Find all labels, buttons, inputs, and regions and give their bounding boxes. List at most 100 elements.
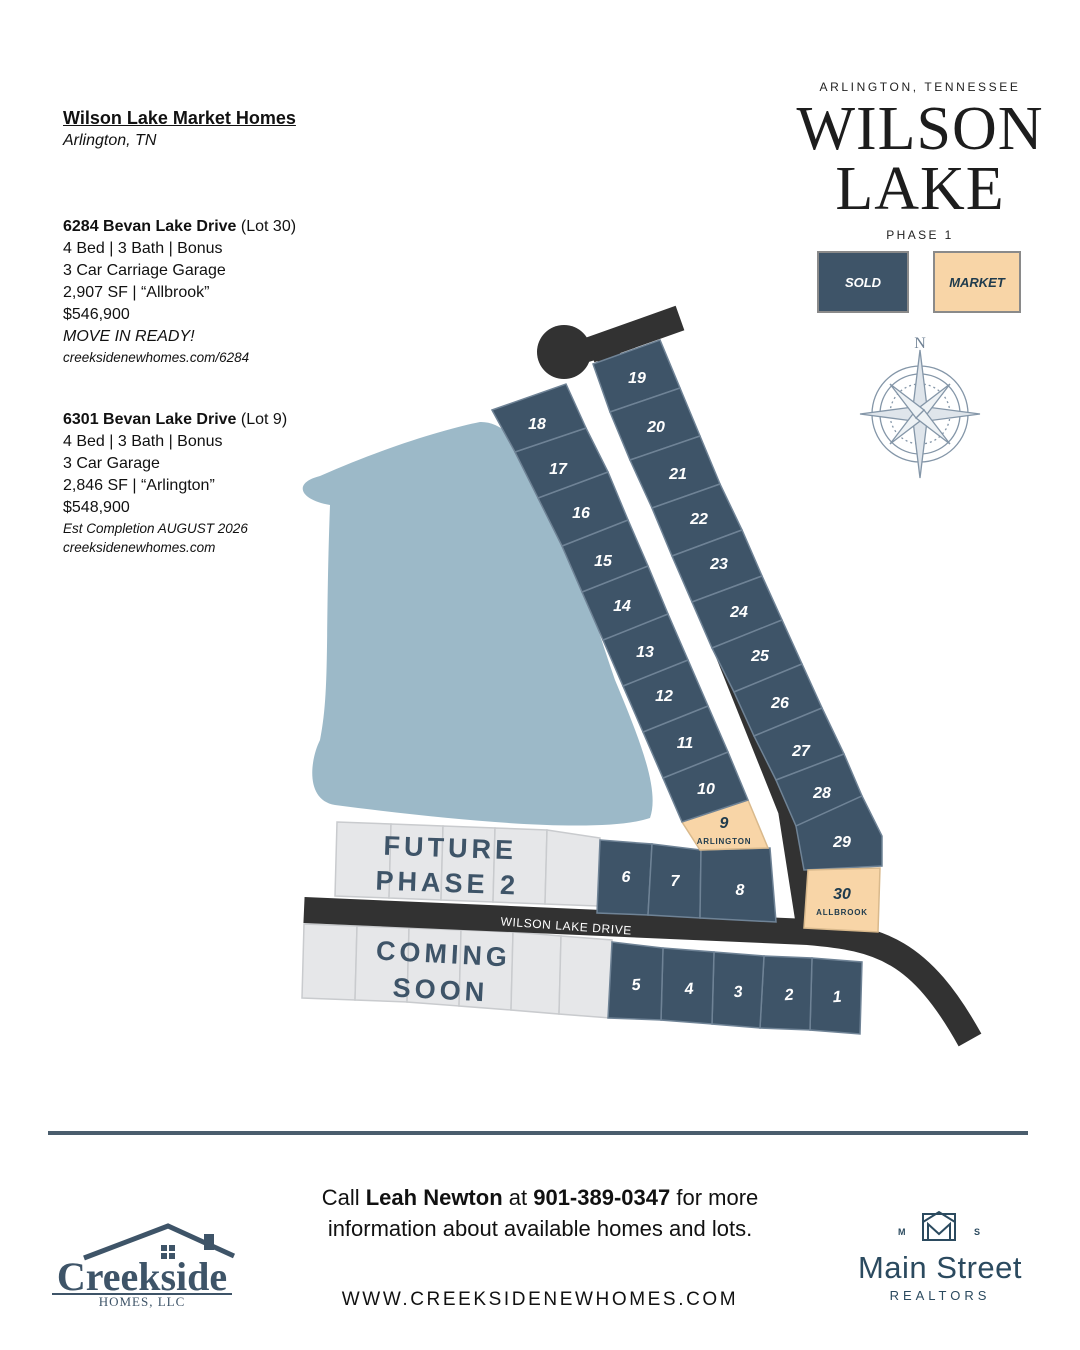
lot-number: 4: [683, 981, 694, 999]
listing-price: $548,900: [63, 499, 130, 516]
lot-number: 11: [677, 735, 694, 752]
lot-18[interactable]: 18: [490, 383, 588, 453]
lot-number: 13: [636, 644, 654, 661]
website-link[interactable]: WWW.CREEKSIDENEWHOMES.COM: [341, 1289, 739, 1310]
creekside-sub: HOMES, LLC: [99, 1294, 186, 1309]
lot-number: 28: [812, 785, 831, 802]
lot-number: 19: [628, 370, 646, 387]
lot-number: 21: [668, 466, 687, 483]
listing-lot: (Lot 30): [240, 218, 297, 235]
contact-at: at: [502, 1185, 534, 1210]
lot-shape[interactable]: [803, 867, 881, 933]
lot-6[interactable]: 6: [596, 839, 653, 916]
lot-number: 18: [528, 416, 546, 433]
lot-number: 10: [697, 781, 715, 798]
lot-1[interactable]: 1: [809, 957, 863, 1035]
lot-number: 2: [783, 987, 794, 1005]
legend-market-label: MARKET: [949, 274, 1005, 290]
main-street-logo: M S Main Street REALTORS: [840, 1208, 1040, 1318]
agent-phone[interactable]: 901-389-0347: [533, 1185, 671, 1210]
listing-2: 6301 Bevan Lake Drive (Lot 9) 4 Bed | 3 …: [63, 409, 393, 557]
info-title: Wilson Lake Market Homes: [63, 108, 296, 128]
lot-number: 23: [709, 556, 728, 573]
contact-prefix: Call: [321, 1185, 366, 1210]
lot-number: 16: [572, 505, 590, 522]
lot-number: 25: [750, 648, 770, 665]
msr-name: Main Street: [857, 1250, 1022, 1285]
site-plan-map: N FUTURE PHASE 2 COMING SOON BEVAN LAKE …: [301, 305, 982, 1047]
listing-lot: (Lot 9): [240, 411, 288, 428]
creekside-logo: Creekside HOMES, LLC: [52, 1223, 236, 1309]
lot-number: 30: [833, 886, 851, 903]
future-lots: [301, 821, 613, 1019]
brand-name-line2: LAKE: [835, 155, 1005, 223]
listing-url[interactable]: creeksidenewhomes.com: [63, 540, 216, 555]
listing-beds: 4 Bed | 3 Bath | Bonus: [63, 433, 223, 450]
lot-8[interactable]: 8: [699, 847, 777, 923]
lot-shape[interactable]: [795, 795, 883, 871]
lot-number: 29: [832, 834, 851, 851]
lot-number: 14: [613, 598, 631, 615]
lot-number: 17: [549, 461, 568, 478]
contact-line2: information about available homes and lo…: [327, 1216, 753, 1241]
main-street-house-icon: M S: [898, 1210, 980, 1241]
lot-number: 9: [720, 815, 729, 832]
lot-number: 22: [689, 511, 708, 528]
compass-rose-icon: N: [859, 335, 981, 479]
lot-19[interactable]: 19: [592, 339, 681, 413]
lot-4[interactable]: 4: [660, 947, 715, 1025]
msr-s: S: [974, 1227, 980, 1237]
lot-number: 12: [655, 688, 673, 705]
listing-beds: 4 Bed | 3 Bath | Bonus: [63, 240, 223, 257]
legend-sold: SOLD: [817, 251, 909, 313]
lot-shape[interactable]: [607, 941, 664, 1021]
lot-plan-label: ARLINGTON: [697, 837, 752, 846]
info-location: Arlington, TN: [63, 132, 157, 149]
listing-size: 2,846 SF | “Arlington”: [63, 477, 215, 494]
lot-number: 20: [646, 419, 665, 436]
creekside-name: Creekside: [57, 1254, 227, 1299]
listing-info: Wilson Lake Market Homes Arlington, TN 6…: [63, 106, 393, 557]
lot-number: 8: [736, 882, 745, 899]
lot-number: 26: [770, 695, 789, 712]
lot-plan-label: ALLBROOK: [816, 908, 868, 917]
listing-address: 6301 Bevan Lake Drive: [63, 411, 237, 428]
lot-number: 24: [729, 604, 748, 621]
lot-29[interactable]: 29: [795, 795, 883, 871]
listing-address: 6284 Bevan Lake Drive: [63, 218, 237, 235]
brand-phase: PHASE 1: [886, 228, 954, 242]
lot-number: 3: [733, 984, 743, 1002]
lake: [302, 421, 653, 826]
divider: [48, 1131, 1028, 1135]
brand-name-line1: WILSON: [796, 95, 1044, 163]
msr-sub: REALTORS: [889, 1288, 991, 1303]
legend-market: MARKET: [933, 251, 1021, 313]
lot-number: 27: [791, 743, 811, 760]
lot-3[interactable]: 3: [711, 951, 765, 1029]
lot-5[interactable]: 5: [607, 941, 664, 1021]
listing-status: MOVE IN READY!: [63, 328, 195, 345]
listing-garage: 3 Car Carriage Garage: [63, 262, 226, 279]
brand-region: ARLINGTON, TENNESSEE: [819, 80, 1021, 94]
lot-number: 7: [671, 873, 681, 890]
lot-number: 5: [631, 977, 642, 995]
lot-24[interactable]: 24: [690, 575, 784, 649]
lot-2[interactable]: 2: [759, 955, 813, 1031]
listing-price: $546,900: [63, 306, 130, 323]
lot-number: 15: [594, 553, 613, 570]
future-phase-label-2: PHASE 2: [375, 866, 520, 901]
lot-number: 1: [832, 989, 842, 1007]
agent-name: Leah Newton: [365, 1185, 503, 1210]
lot-number: 6: [622, 869, 631, 886]
listing-status: Est Completion AUGUST 2026: [63, 521, 248, 536]
listing-size: 2,907 SF | “Allbrook”: [63, 284, 210, 301]
legend-sold-label: SOLD: [844, 274, 882, 290]
lot-7[interactable]: 7: [647, 843, 702, 919]
lot-shape[interactable]: [490, 383, 588, 453]
coming-soon-label-1: COMING: [375, 936, 511, 973]
compass-north-label: N: [914, 335, 926, 352]
listing-url[interactable]: creeksidenewhomes.com/6284: [63, 350, 250, 365]
contact-suffix: for more: [670, 1185, 759, 1210]
